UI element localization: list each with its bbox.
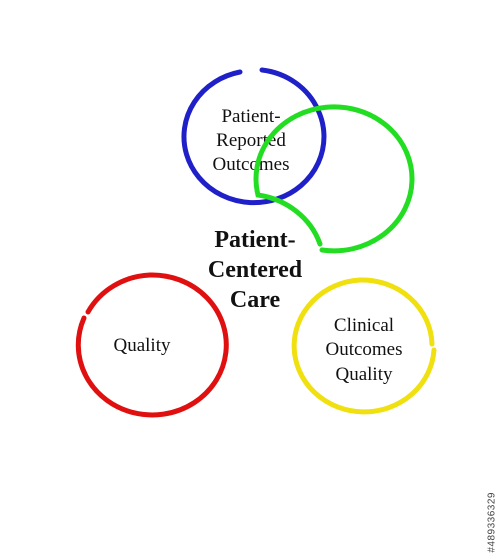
node-top-label-3: Outcomes	[212, 154, 289, 175]
diagram-canvas: Patient- Reported Outcomes Quality Clini…	[75, 67, 437, 418]
ring-center	[253, 104, 415, 254]
node-left: Quality	[75, 272, 229, 418]
node-center-label-3: Care	[230, 287, 281, 313]
ring-right	[291, 277, 437, 415]
node-center-label-2: Centered	[208, 257, 303, 283]
node-center-label-1: Patient-	[214, 227, 295, 253]
node-right-label-1: Clinical	[334, 315, 394, 336]
ring-left	[75, 272, 229, 418]
node-top-label-1: Patient-	[221, 106, 280, 127]
image-id-watermark: #489336329	[487, 492, 498, 553]
node-center: Patient- Centered Care	[208, 104, 415, 313]
node-top: Patient- Reported Outcomes	[181, 67, 327, 206]
node-left-label-1: Quality	[114, 335, 171, 356]
node-right: Clinical Outcomes Quality	[291, 277, 437, 415]
node-right-label-2: Outcomes	[325, 339, 402, 360]
node-right-label-3: Quality	[336, 364, 393, 385]
ring-top	[181, 67, 327, 206]
